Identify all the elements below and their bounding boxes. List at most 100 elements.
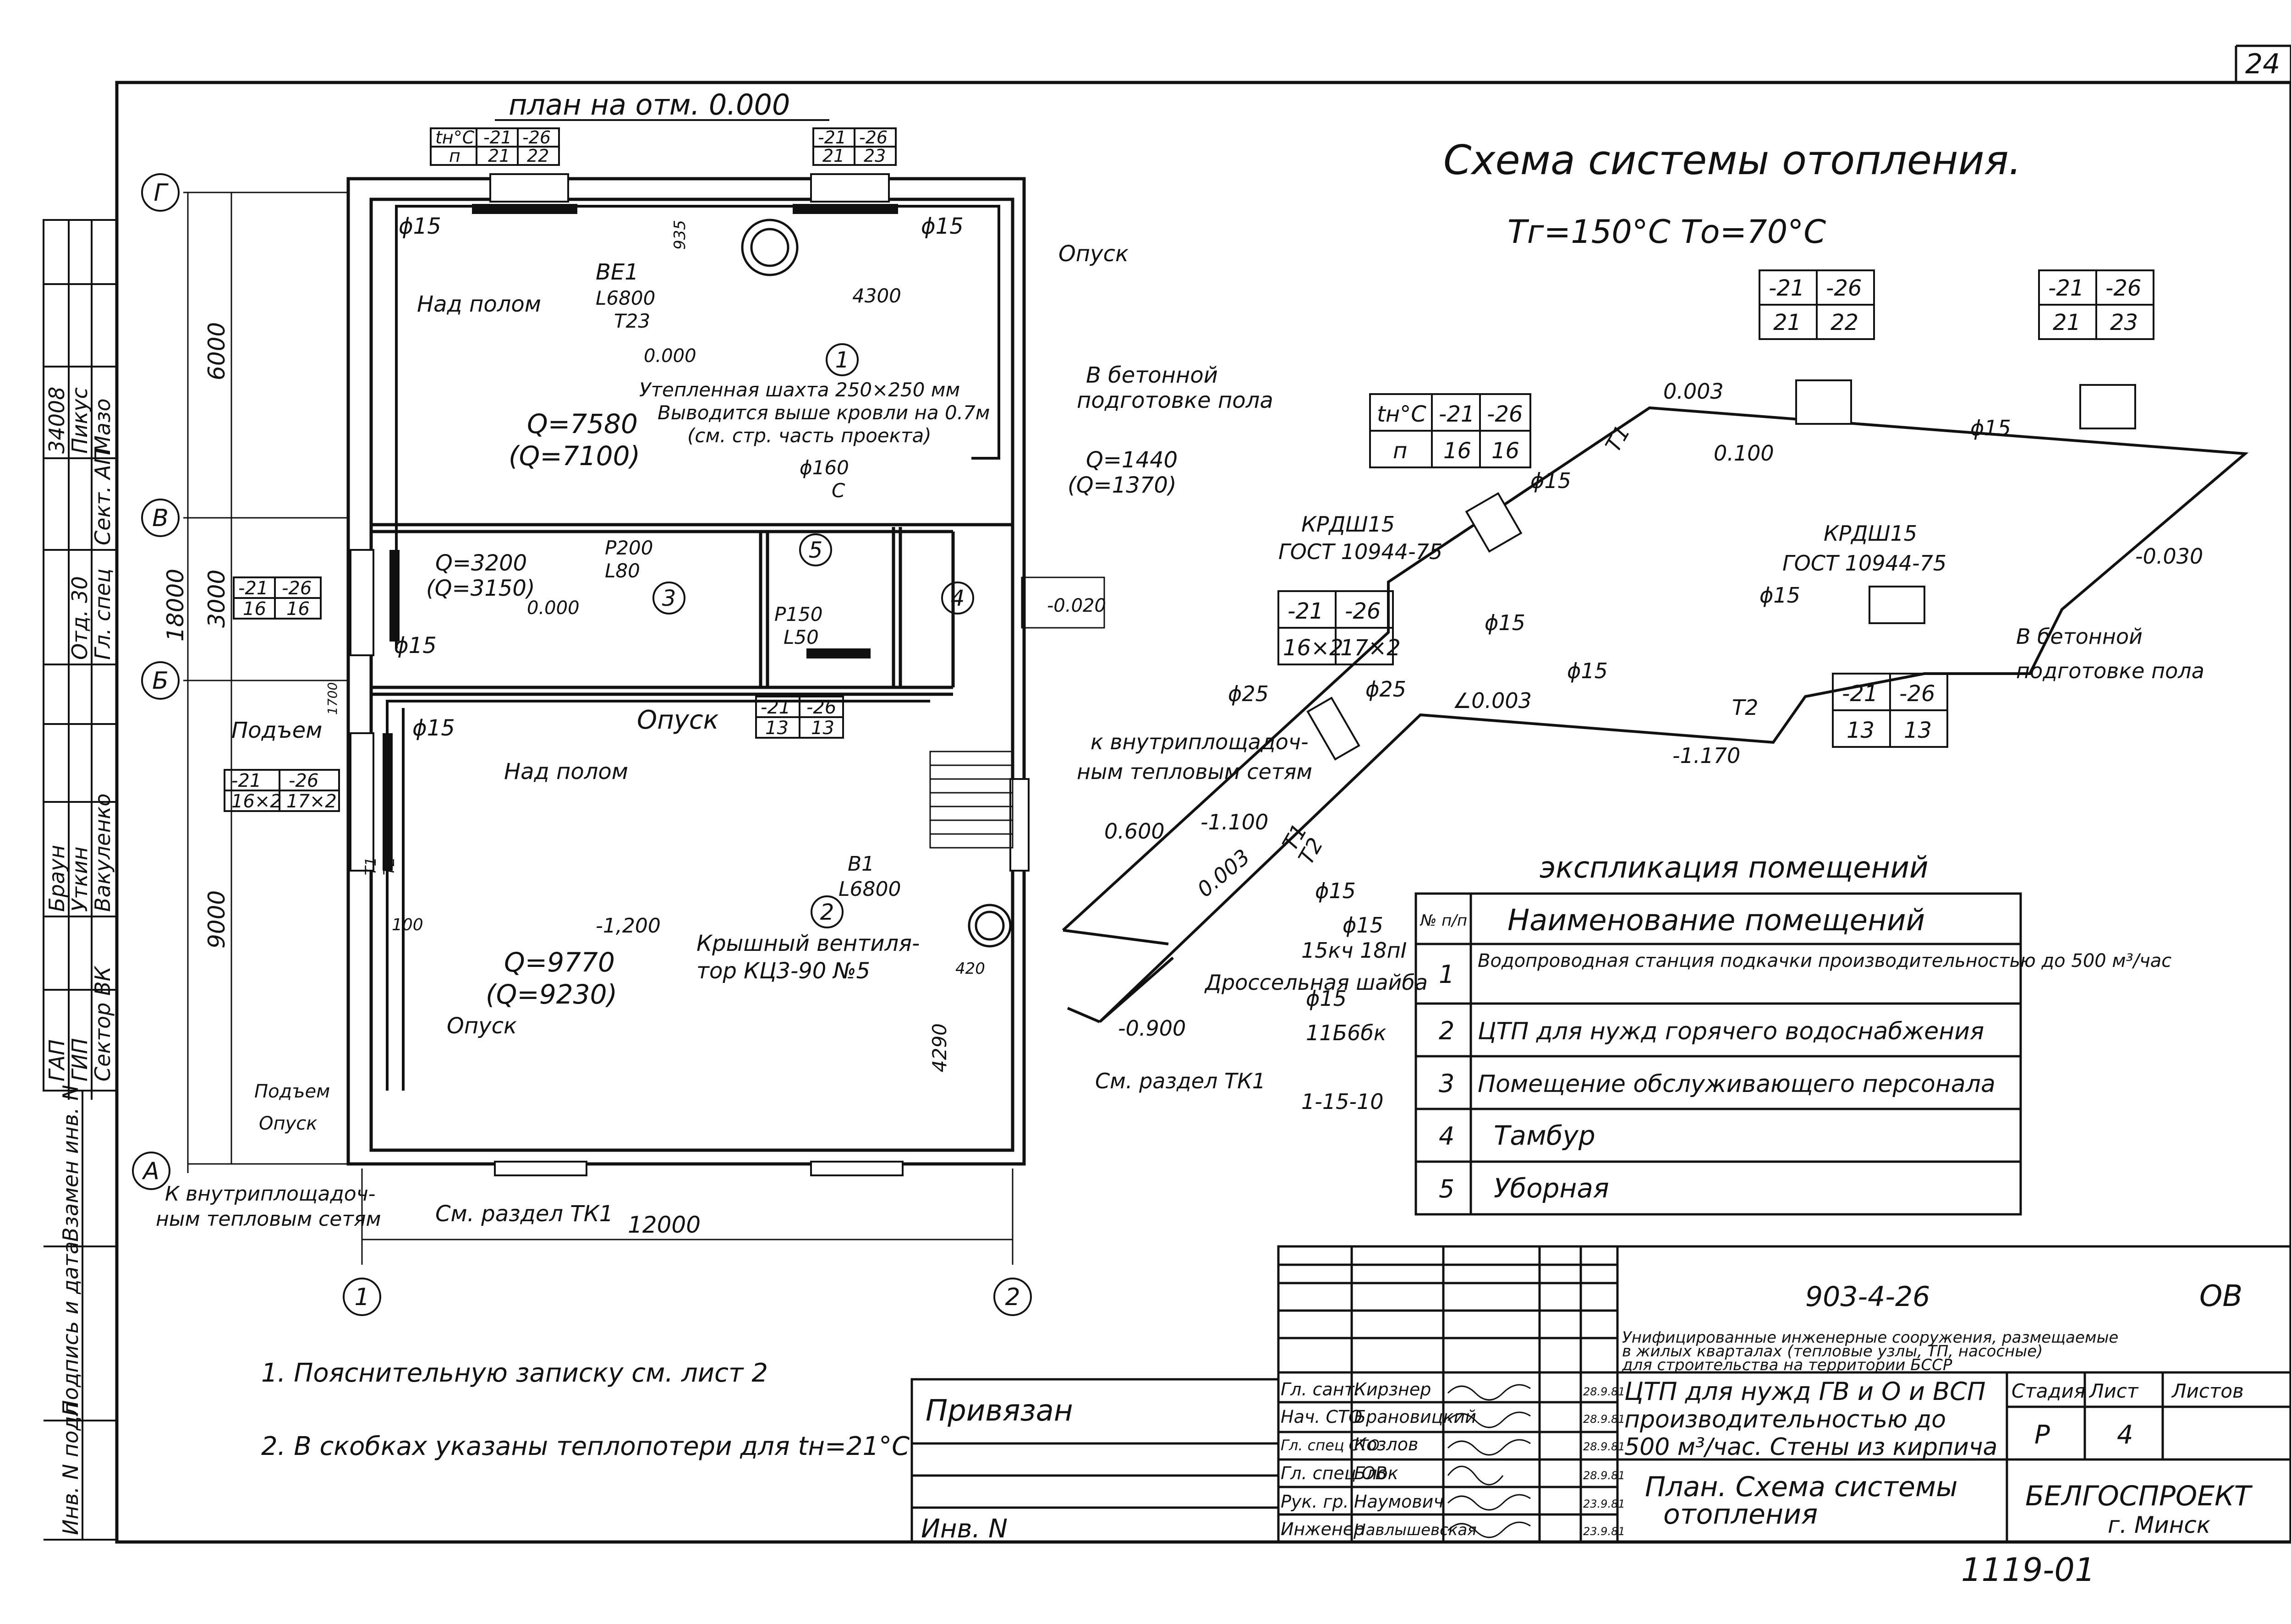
dim-935: 935: [671, 220, 689, 250]
s3-e: 16: [1443, 438, 1471, 464]
dim-18000: 18000: [162, 569, 189, 642]
scheme-radiators: [1306, 379, 2136, 761]
svg-text:Брановицкий: Брановицкий: [1354, 1407, 1476, 1427]
stamp-sector-vk: Сектор ВК: [90, 965, 115, 1081]
room-4: 4: [951, 586, 965, 611]
sch-kr1: КРДШ15: [1301, 512, 1395, 537]
sch-phi15-1: ϕ15: [1530, 468, 1571, 493]
plan-shaft-2: Выводится выше кровли на 0.7м: [658, 401, 990, 424]
sch-kr2g: ГОСТ 10944-75: [1782, 551, 1946, 576]
plan-t1: Т1: [362, 857, 379, 875]
stamp-gap: ГАП: [44, 1039, 69, 1081]
plan-tt-h1: tн°C: [435, 127, 475, 148]
svg-text:Инженер: Инженер: [1281, 1519, 1365, 1539]
plan-tt2-r3: 23: [864, 146, 886, 166]
pm1-d: 16: [286, 598, 310, 620]
s2-b: -26: [2105, 275, 2141, 301]
stamp-braun: Браун: [44, 845, 69, 912]
pm3-a: -21: [231, 770, 261, 791]
expl-row-1-name: Водопроводная станция подкачки производи…: [1478, 950, 2171, 971]
tb-stage-h: Стадия: [2011, 1380, 2085, 1402]
sch-phi25-2: ϕ25: [1365, 677, 1406, 702]
pm1-b: -26: [282, 578, 312, 599]
svg-text:Наумович: Наумович: [1354, 1492, 1444, 1512]
svg-text:28.9.81: 28.9.81: [1583, 1413, 1625, 1426]
tb-stage: Р: [2034, 1420, 2050, 1450]
sheet-number: 24: [2245, 48, 2280, 80]
plan-tt2-h3: -26: [859, 127, 888, 148]
plan-c: С: [832, 479, 845, 502]
svg-text:Козлов: Козлов: [1354, 1434, 1418, 1454]
plan-podem-1: Подъем: [231, 718, 322, 743]
expl-row-2-name: ЦТП для нужд горячего водоснабжения: [1478, 1018, 1984, 1045]
plan-tt2-r2: 21: [822, 146, 844, 166]
svg-text:23.9.81: 23.9.81: [1583, 1525, 1625, 1538]
sch-phi15-4: ϕ15: [1567, 658, 1608, 683]
tb-inv: Инв. N: [921, 1514, 1008, 1544]
tb-bottom-no: 1119-01: [1961, 1551, 2095, 1589]
plan-p150: Р150: [774, 603, 823, 625]
s1-b: -26: [1826, 275, 1862, 301]
plan-tk1: См. раздел ТК1: [435, 1201, 613, 1227]
plan-fan-1: Крышный вентиля-: [696, 931, 920, 956]
s4-c: 16×2: [1283, 635, 1343, 661]
plan-phi160: ϕ160: [800, 456, 849, 479]
dim-1700: 1700: [325, 682, 340, 715]
sch-net-1: к внутриплощадоч-: [1091, 730, 1309, 754]
svg-text:Кирзнер: Кирзнер: [1354, 1379, 1431, 1399]
dim-100: 100: [392, 916, 423, 934]
pm3-b: -26: [289, 770, 318, 791]
room-3: 3: [662, 586, 676, 611]
stamp-pikus: Пикус: [67, 387, 92, 454]
s4-a: -21: [1288, 598, 1323, 624]
stamp-gip: ГИП: [67, 1038, 92, 1081]
sch-kr2: КРДШ15: [1824, 521, 1917, 546]
expl-row-5-name: Уборная: [1494, 1173, 1609, 1204]
plan-be1-l: L6800: [596, 287, 655, 309]
stamp-mazo: Мазо: [90, 399, 115, 454]
vent-shafts: [741, 219, 1012, 948]
dim-4290: 4290: [928, 1023, 951, 1072]
stamp-inv: Инв. N подл: [58, 1403, 83, 1535]
expl-row-2-no: 2: [1439, 1016, 1454, 1045]
plan-mini-tables: [224, 576, 844, 812]
scheme-tables: [1277, 269, 2154, 748]
axis-b: Б: [152, 667, 169, 695]
svg-text:Блок: Блок: [1354, 1463, 1398, 1483]
plan-be1-t: Т23: [614, 310, 650, 332]
plan-axes: [183, 192, 1014, 1265]
sch-beton-2: подготовке пола: [2016, 658, 2204, 683]
axis-a: А: [142, 1158, 159, 1185]
stamp-number: 34008: [44, 387, 69, 454]
note-1: 1. Пояснительную записку см. лист 2: [261, 1358, 768, 1388]
plan-heating-pipes: [386, 205, 1000, 1091]
tb-list: 4: [2117, 1420, 2133, 1450]
sch-phi15-2: ϕ15: [1485, 610, 1525, 635]
side-stamp: [43, 219, 118, 1541]
dim-6000: 6000: [203, 322, 230, 380]
plan-tt2-h2: -21: [818, 127, 846, 148]
scheme-temps: Тг=150°С То=70°С: [1507, 213, 1826, 251]
plan-phi15-a: ϕ15: [399, 214, 441, 239]
expl-col-no: № п/п: [1420, 911, 1467, 930]
stamp-sekt-ap: Сект. АП: [90, 449, 115, 545]
plan-tt-h3: -26: [522, 127, 551, 148]
s4-d: 17×2: [1340, 635, 1401, 661]
signatures: [1447, 1384, 1531, 1538]
svg-text:Нач. СТО: Нач. СТО: [1281, 1407, 1362, 1427]
room-5: 5: [809, 538, 823, 563]
sch-t1: Т1: [1600, 421, 1635, 456]
sch-0003b: ∠0.003: [1452, 688, 1532, 713]
plan-radiators: [383, 204, 898, 871]
plan-opusk-3: Опуск: [447, 1013, 517, 1039]
note-2: 2. В скобках указаны теплопотери для tн=…: [261, 1432, 910, 1461]
sch-0100: 0.100: [1714, 441, 1774, 466]
s3-a: tн°C: [1377, 401, 1426, 427]
s5-c: 13: [1847, 718, 1874, 743]
sch-1100: -1.100: [1200, 810, 1268, 834]
pm2-a: -21: [761, 697, 790, 718]
scheme-title: Схема системы отопления.: [1443, 137, 2022, 184]
stamp-gl-spec: Гл. спец: [90, 569, 115, 660]
tb-org-2: г. Минск: [2108, 1512, 2210, 1538]
expl-col-name: Наименование помещений: [1507, 904, 1925, 938]
